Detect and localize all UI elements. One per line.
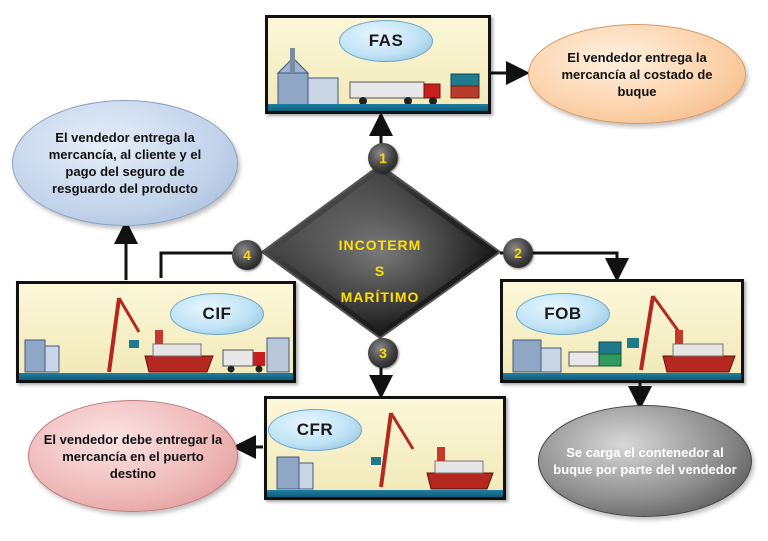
center-title-line1: INCOTERM bbox=[338, 237, 422, 253]
panel-cif bbox=[16, 281, 296, 383]
diamond-highlight bbox=[272, 172, 490, 331]
panel-fas bbox=[265, 15, 491, 114]
pill-cif: CIF bbox=[170, 293, 264, 335]
pill-cfr: CFR bbox=[268, 409, 362, 451]
cfr-scene bbox=[276, 412, 494, 490]
badge-fob: 2 bbox=[503, 238, 533, 268]
desc-cif: El vendedor entrega la mercancía, al cli… bbox=[12, 100, 238, 226]
cif-scene bbox=[24, 297, 290, 373]
badge-cfr: 3 bbox=[368, 338, 398, 368]
badge-cif: 4 bbox=[232, 240, 262, 270]
pill-fas: FAS bbox=[339, 20, 433, 62]
cfr-water bbox=[267, 490, 503, 497]
center-title-line3: MARÍTIMO bbox=[340, 289, 420, 305]
fob-water bbox=[503, 373, 741, 380]
connector-cif bbox=[159, 251, 262, 278]
fas-ground bbox=[268, 104, 488, 111]
pill-fob: FOB bbox=[516, 293, 610, 335]
fas-scene bbox=[276, 48, 480, 106]
cif-water bbox=[19, 373, 293, 380]
badge-fas: 1 bbox=[368, 143, 398, 173]
fob-scene bbox=[512, 295, 736, 373]
center-title: INCOTERM S MARÍTIMO bbox=[318, 232, 442, 310]
center-title-line2: S bbox=[374, 263, 386, 279]
connector-fob bbox=[500, 251, 629, 282]
desc-fas: El vendedor entrega la mercancía al cost… bbox=[528, 24, 746, 124]
desc-fob: Se carga el contenedor al buque por part… bbox=[538, 405, 752, 517]
desc-cfr: El vendedor debe entregar la mercancía e… bbox=[28, 400, 238, 512]
